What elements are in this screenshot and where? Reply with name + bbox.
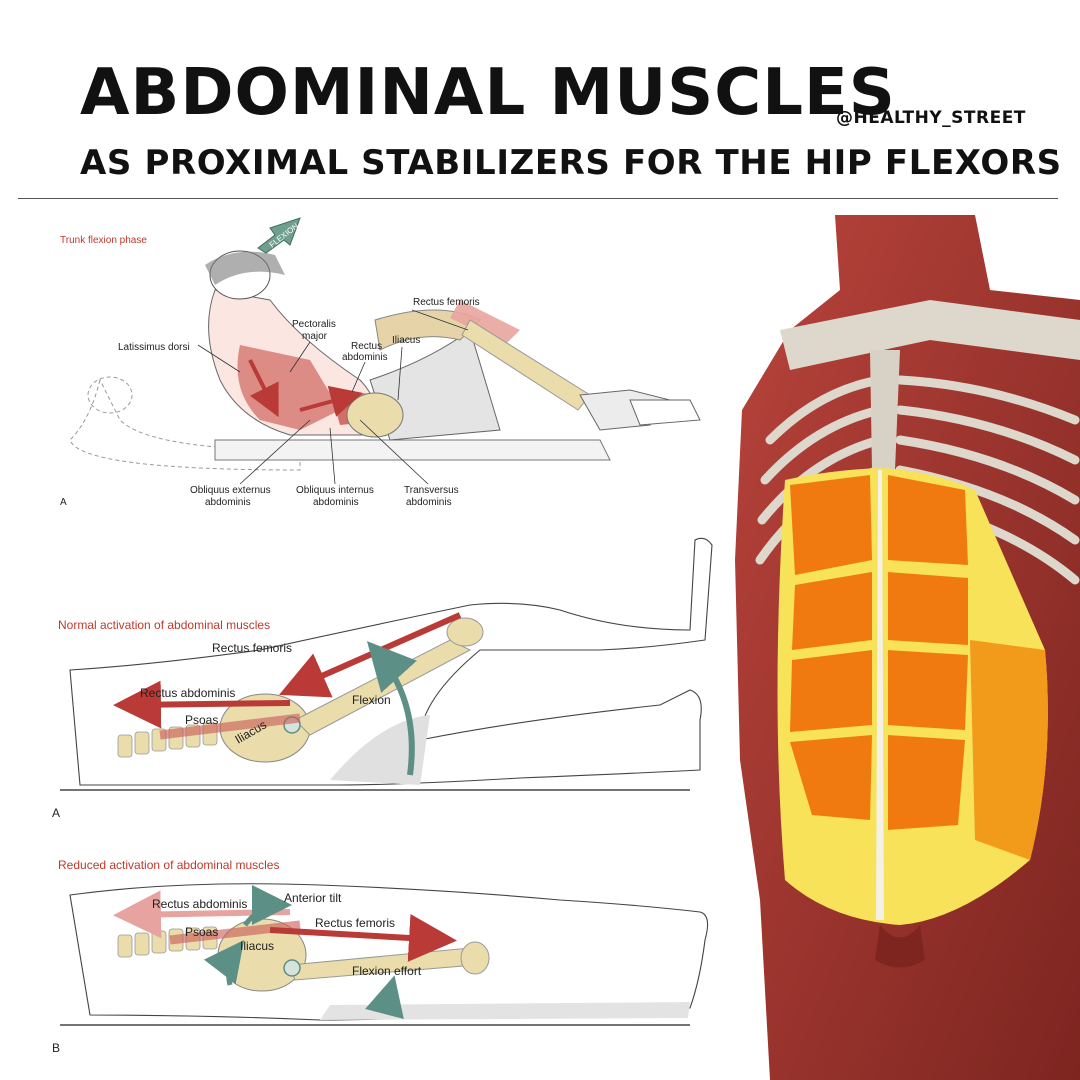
- label-iliacus: Iliacus: [392, 335, 420, 346]
- trunk-flexion-diagram: Trunk flexion phase FLEXION Rectus femor…: [60, 217, 701, 508]
- label-transversus: Transversus: [404, 485, 459, 496]
- reduced-activation-diagram: Reduced activation of abdominal muscles …: [52, 858, 709, 1055]
- label-rectus-abdominis: abdominis: [342, 352, 388, 363]
- label-obliquus-externus: Obliquus externus: [190, 485, 271, 496]
- trunk-flexion-caption: Trunk flexion phase: [60, 235, 147, 246]
- torso-anatomy-illustration: [735, 215, 1080, 1080]
- bot-label-anterior-tilt: Anterior tilt: [284, 891, 342, 905]
- label-pectoralis: Pectoralis: [292, 319, 336, 330]
- label-latissimus-dorsi: Latissimus dorsi: [118, 342, 190, 353]
- label-obliquus-internus-2: abdominis: [313, 497, 359, 508]
- normal-activation-caption: Normal activation of abdominal muscles: [58, 618, 270, 632]
- header-divider: [18, 198, 1058, 199]
- bot-label-flexion-effort: Flexion effort: [352, 964, 422, 978]
- panel-letter-mid: A: [52, 806, 60, 820]
- mid-label-flexion: Flexion: [352, 693, 391, 707]
- author-handle: @HEALTHY_STREET: [836, 108, 1026, 128]
- panel-letter-bot: B: [52, 1041, 60, 1055]
- normal-activation-diagram: Normal activation of abdominal muscles R…: [52, 537, 713, 820]
- reduced-activation-caption: Reduced activation of abdominal muscles: [58, 858, 279, 872]
- mid-label-rectus-abdominis: Rectus abdominis: [140, 686, 235, 700]
- bot-label-iliacus: Iliacus: [240, 939, 274, 953]
- panel-letter-top: A: [60, 497, 67, 508]
- bot-label-rectus-abdominis: Rectus abdominis: [152, 897, 247, 911]
- page-subtitle: AS PROXIMAL STABILIZERS FOR THE HIP FLEX…: [80, 143, 1062, 183]
- label-rectus-femoris: Rectus femoris: [413, 297, 480, 308]
- mid-label-psoas: Psoas: [185, 713, 218, 727]
- mid-label-rectus-femoris: Rectus femoris: [212, 641, 292, 655]
- bot-label-psoas: Psoas: [185, 925, 218, 939]
- label-rectus: Rectus: [351, 341, 382, 352]
- label-transversus-2: abdominis: [406, 497, 452, 508]
- label-obliquus-internus: Obliquus internus: [296, 485, 374, 496]
- bot-label-rectus-femoris: Rectus femoris: [315, 916, 395, 930]
- label-obliquus-externus-2: abdominis: [205, 497, 251, 508]
- page-title: ABDOMINAL MUSCLES: [80, 56, 896, 130]
- label-pectoralis-major: major: [302, 331, 328, 342]
